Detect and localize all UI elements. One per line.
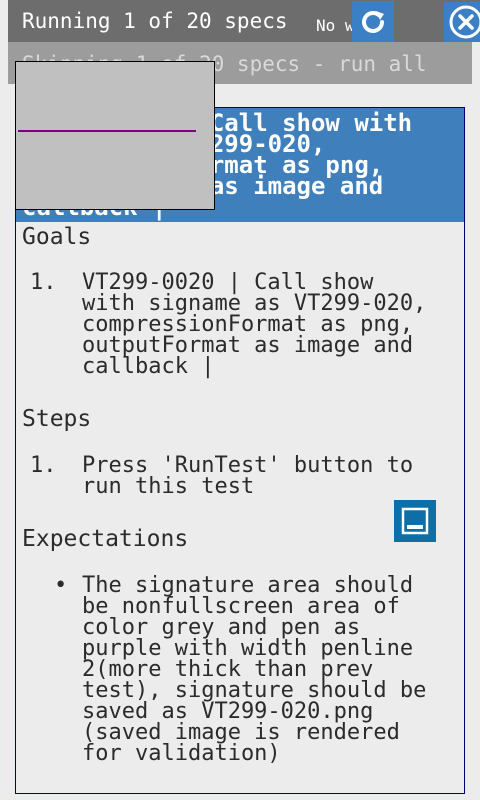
close-button[interactable]	[444, 2, 480, 42]
run-status-text: Running 1 of 20 specs	[22, 9, 288, 33]
fullscreen-icon	[401, 507, 429, 535]
spec-card: VT299-0020 | Call show with signame as V…	[15, 107, 465, 794]
signature-pad[interactable]	[15, 61, 215, 210]
expectation-text: The signature area should be nonfullscre…	[82, 573, 427, 766]
expectations-heading: Expectations	[22, 526, 189, 552]
signature-stroke	[18, 130, 196, 132]
goals-heading: Goals	[22, 224, 92, 250]
fullscreen-button[interactable]	[394, 500, 436, 542]
close-icon	[449, 5, 480, 39]
expectation-bullet: •	[54, 573, 68, 598]
refresh-icon	[362, 11, 384, 33]
goal-number: 1.	[30, 270, 57, 295]
steps-heading: Steps	[22, 406, 92, 432]
step-text: Press 'RunTest' button to run this test	[82, 453, 414, 499]
refresh-button[interactable]	[352, 1, 394, 43]
goal-text: VT299-0020 | Call show with signame as V…	[82, 270, 427, 379]
spec-runner-header: Running 1 of 20 specs No watch	[8, 0, 480, 43]
step-number: 1.	[30, 453, 57, 478]
